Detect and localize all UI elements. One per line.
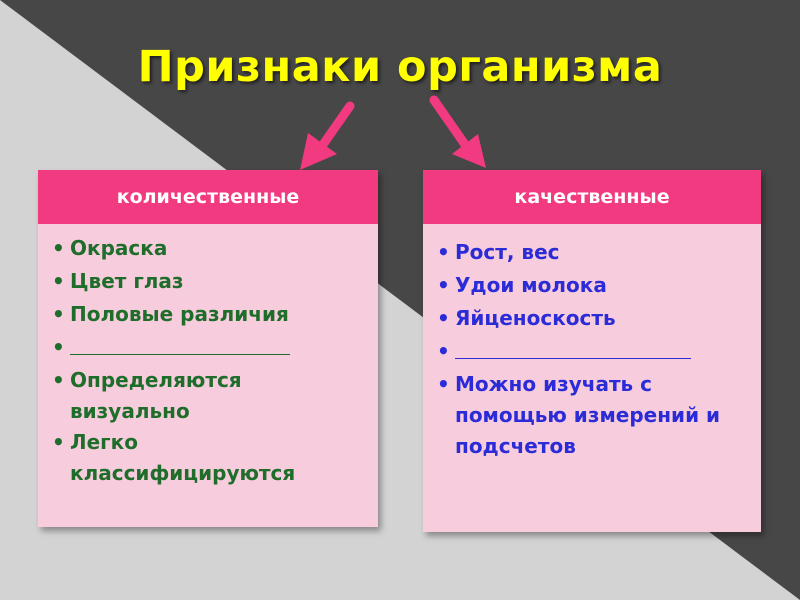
list-item: •Рост, вес [437, 240, 560, 264]
arrow-down-left-icon [300, 101, 355, 170]
list-item: •Половые различия [52, 302, 289, 326]
list-item: •Окраска [52, 236, 168, 260]
qualitative-list: •Рост, вес •Удои молока •Яйценоскость • … [423, 224, 761, 462]
arrows [300, 95, 486, 170]
list-item: •Легко классифицируются [52, 430, 296, 485]
qualitative-panel: качественные •Рост, вес •Удои молока •Яй… [423, 170, 761, 532]
list-item: •Яйценоскость [437, 306, 616, 330]
list-item: •Определяются визуально [52, 368, 242, 423]
quantitative-list: •Окраска •Цвет глаз •Половые различия • … [38, 224, 378, 489]
list-item: •Цвет глаз [52, 269, 184, 293]
list-item-blank: • [38, 331, 378, 365]
page-title: Признаки организма [137, 42, 663, 92]
qualitative-header: качественные [423, 170, 761, 224]
list-item: •Удои молока [437, 273, 607, 297]
quantitative-header: количественные [38, 170, 378, 224]
list-item-blank: • [423, 335, 761, 369]
arrow-down-right-icon [429, 95, 486, 168]
list-item: •Можно изучать с помощью измерений и под… [437, 372, 721, 458]
quantitative-panel: количественные •Окраска •Цвет глаз •Поло… [38, 170, 378, 527]
